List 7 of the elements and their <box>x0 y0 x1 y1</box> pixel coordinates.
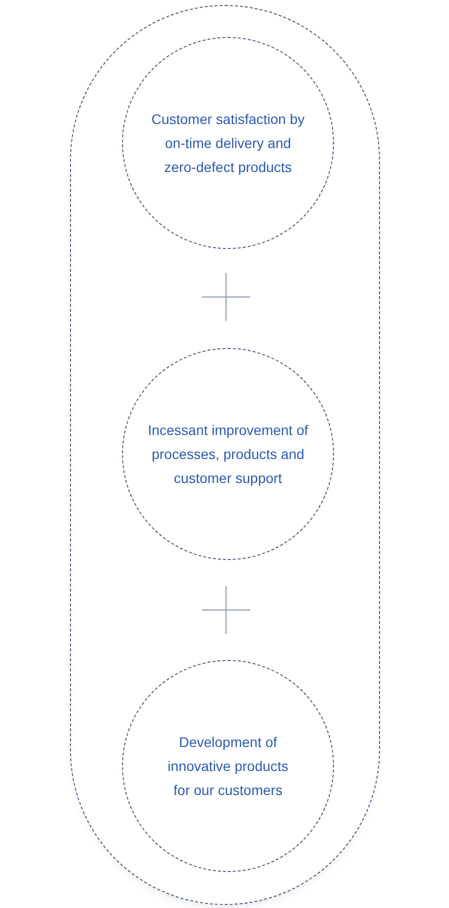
dashed-capsule <box>70 5 380 905</box>
dashed-circle <box>122 660 334 872</box>
node-text: Customer satisfaction by on-time delivery and zero-defect products <box>150 110 306 177</box>
node-text: Incessant improvement of processes, products and customer support <box>146 421 310 488</box>
node-text: Development of innovative products for our customers <box>166 733 290 800</box>
dashed-circle <box>122 37 334 249</box>
dashed-circle <box>122 348 334 560</box>
